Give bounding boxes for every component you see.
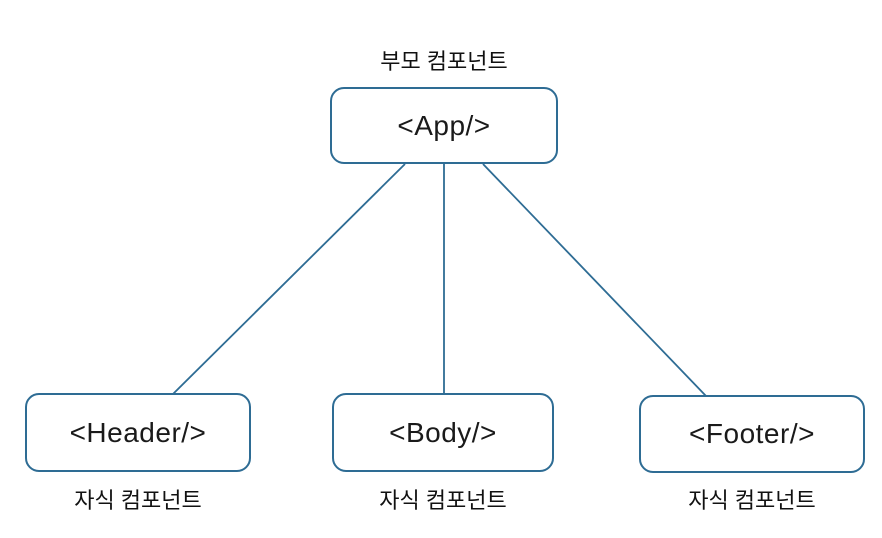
header-component-node: <Header/> [25, 393, 251, 472]
header-component-node-label: <Header/> [69, 416, 207, 448]
footer-component-node: <Footer/> [639, 395, 865, 473]
app-component-node: <App/> [330, 87, 558, 164]
edge-app-to-header [172, 163, 406, 395]
footer-child-caption: 자식 컴포넌트 [688, 488, 816, 513]
parent-component-caption: 부모 컴포넌트 [380, 49, 508, 74]
footer-component-node-label: <Footer/> [689, 418, 815, 449]
body-child-caption: 자식 컴포넌트 [379, 488, 507, 513]
body-component-node-label: <Body/> [389, 416, 497, 448]
body-component-node: <Body/> [332, 393, 554, 472]
header-child-caption: 자식 컴포넌트 [74, 488, 202, 513]
app-component-node-label: <App/> [397, 109, 491, 141]
edge-app-to-footer [482, 163, 707, 397]
